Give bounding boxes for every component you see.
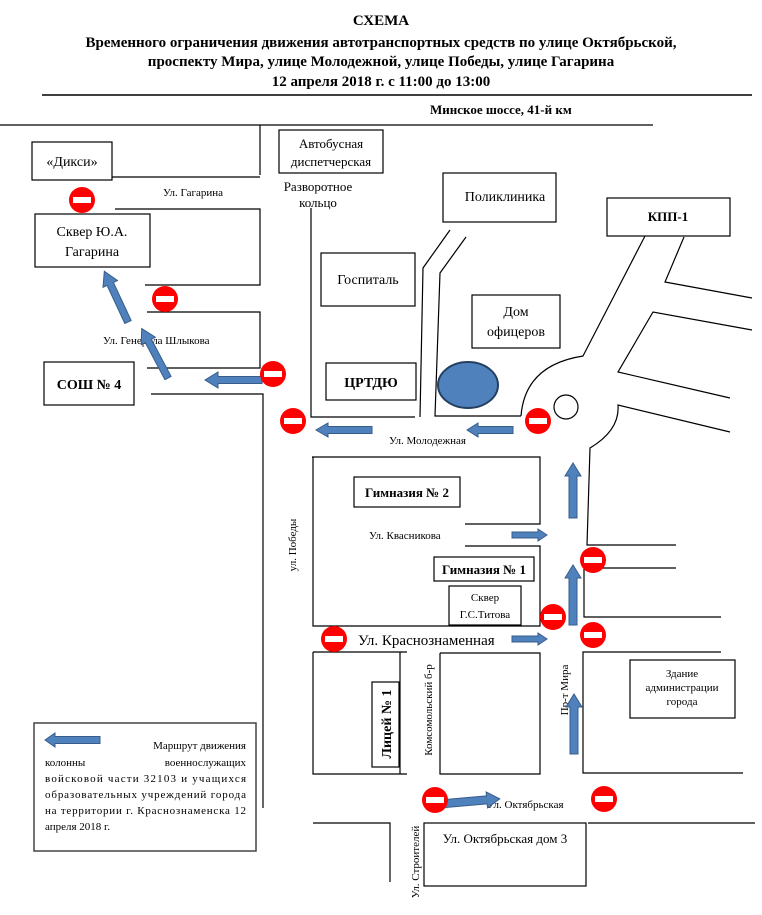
route-arrow-icon [204,371,263,389]
highway-label: Минское шоссе, 41-й км [430,102,572,117]
legend-text-6: апреля 2018 г. [45,821,110,833]
route-arrow-icon [102,270,132,325]
polyclinic-box [442,172,557,223]
officers-house-label-2: офицеров [487,325,545,340]
no-entry-sign-icon [280,408,306,434]
lyceum1-box [371,681,400,768]
hospital-box [320,252,416,307]
no-entry-sign-icon [591,786,617,812]
street-gagarina: Ул. Гагарина [163,187,223,199]
no-entry-sign-icon [321,626,347,652]
gym2-box [353,476,461,508]
bus-dispatch-label-1: Автобусная [299,136,363,151]
blue-ellipse-marker [437,361,499,409]
street-oktyabrskaya: Ул. Октябрьская [487,799,564,811]
bus-dispatch-label-2: диспетчерская [291,154,371,169]
scheme-subtitle-2: проспекту Мира, улице Молодежной, улице … [148,54,615,70]
kpp1-label: КПП-1 [648,209,688,224]
street-kvasnikova: Ул. Квасникова [369,530,441,542]
admin-label-1: Здание [666,668,698,680]
gym1-label: Гимназия № 1 [442,562,526,577]
skver-titov-label-1: Сквер [471,592,500,604]
no-entry-sign-icon [152,286,178,312]
crtdu-label: ЦРТДЮ [344,376,398,391]
no-entry-sign-icon [525,408,551,434]
kpp1-box [606,197,731,237]
no-entry-sign-icon [260,361,286,387]
legend: Маршрут движения колонны военнослужащих … [33,722,257,852]
polyclinic-label: Поликлиника [465,190,546,205]
street-krasnoznamennaya: Ул. Краснознаменная [358,633,495,649]
admin-building-box [629,659,736,719]
legend-text-5: на территории г. Краснознаменска 12 [45,805,246,817]
officers-house-label-1: Дом [503,305,528,320]
sosh4-box [43,361,135,406]
no-entry-sign-icon [422,787,448,813]
sosh4-label: СОШ № 4 [57,378,121,393]
scheme-date: 12 апреля 2018 г. с 11:00 до 13:00 [272,74,491,90]
skver-gagarin-label-1: Сквер Ю.А. [57,225,128,240]
route-arrow-icon [439,791,501,809]
route-arrow-icon [564,462,582,519]
admin-label-3: города [667,696,698,708]
no-entry-sign-icon [580,547,606,573]
route-arrow-icon [315,422,373,438]
dixi-label: «Дикси» [46,155,97,170]
legend-text-4: образовательных учреждений города [45,789,246,801]
scheme-subtitle-1: Временного ограничения движения автотран… [86,35,677,51]
route-arrow-icon [44,732,101,748]
route-arrow-icon [511,528,548,542]
street-stroiteley: Ул. Строителей [410,826,422,899]
oktyabrskaya3-label: Ул. Октябрьская дом 3 [443,831,568,846]
bus-dispatch-box [278,129,384,174]
street-komsomolsky: Комсомольский б-р [423,664,435,756]
skver-gagarin-box [34,213,151,268]
legend-text-3: войсковой части 32103 и учащихся [45,773,246,785]
route-arrow-icon [564,564,582,626]
skver-gagarin-label-2: Гагарина [65,245,120,260]
gym2-label: Гимназия № 2 [365,485,449,500]
turnaround-label-2: кольцо [299,195,337,210]
route-arrows [102,270,583,809]
route-arrow-icon [466,422,514,438]
legend-text-2b: военнослужащих [165,757,247,769]
street-mira: Пр-т Мира [559,665,571,716]
lyceum1-label: Лицей № 1 [380,690,395,759]
dixi-box [31,141,113,181]
admin-label-2: администрации [646,682,719,694]
officers-house-box [471,294,561,349]
no-entry-sign-icon [580,622,606,648]
oktyabrskaya3-box [423,822,587,887]
hospital-label: Госпиталь [337,273,398,288]
street-molodezhnaya: Ул. Молодежная [389,435,466,447]
street-pobedy: ул. Победы [287,518,299,571]
turnaround-label-1: Разворотное [284,179,353,194]
route-arrow-icon [511,632,548,646]
skver-titov-label-2: Г.С.Титова [460,609,510,621]
no-entry-sign-icon [69,187,95,213]
legend-box [33,722,257,852]
no-entry-sign-icon [540,604,566,630]
crtdu-box [325,362,417,401]
skver-titov-box [448,585,522,626]
route-arrow-icon [565,693,583,755]
street-shlykova: Ул. Генерала Шлыкова [103,335,210,347]
gym1-box [433,556,535,582]
route-arrow-icon [140,327,172,381]
road-lines [0,124,755,882]
legend-text-1: Маршрут движения [153,740,246,752]
scheme-title: СХЕМА [353,13,409,29]
legend-text-2a: колонны [45,757,86,769]
